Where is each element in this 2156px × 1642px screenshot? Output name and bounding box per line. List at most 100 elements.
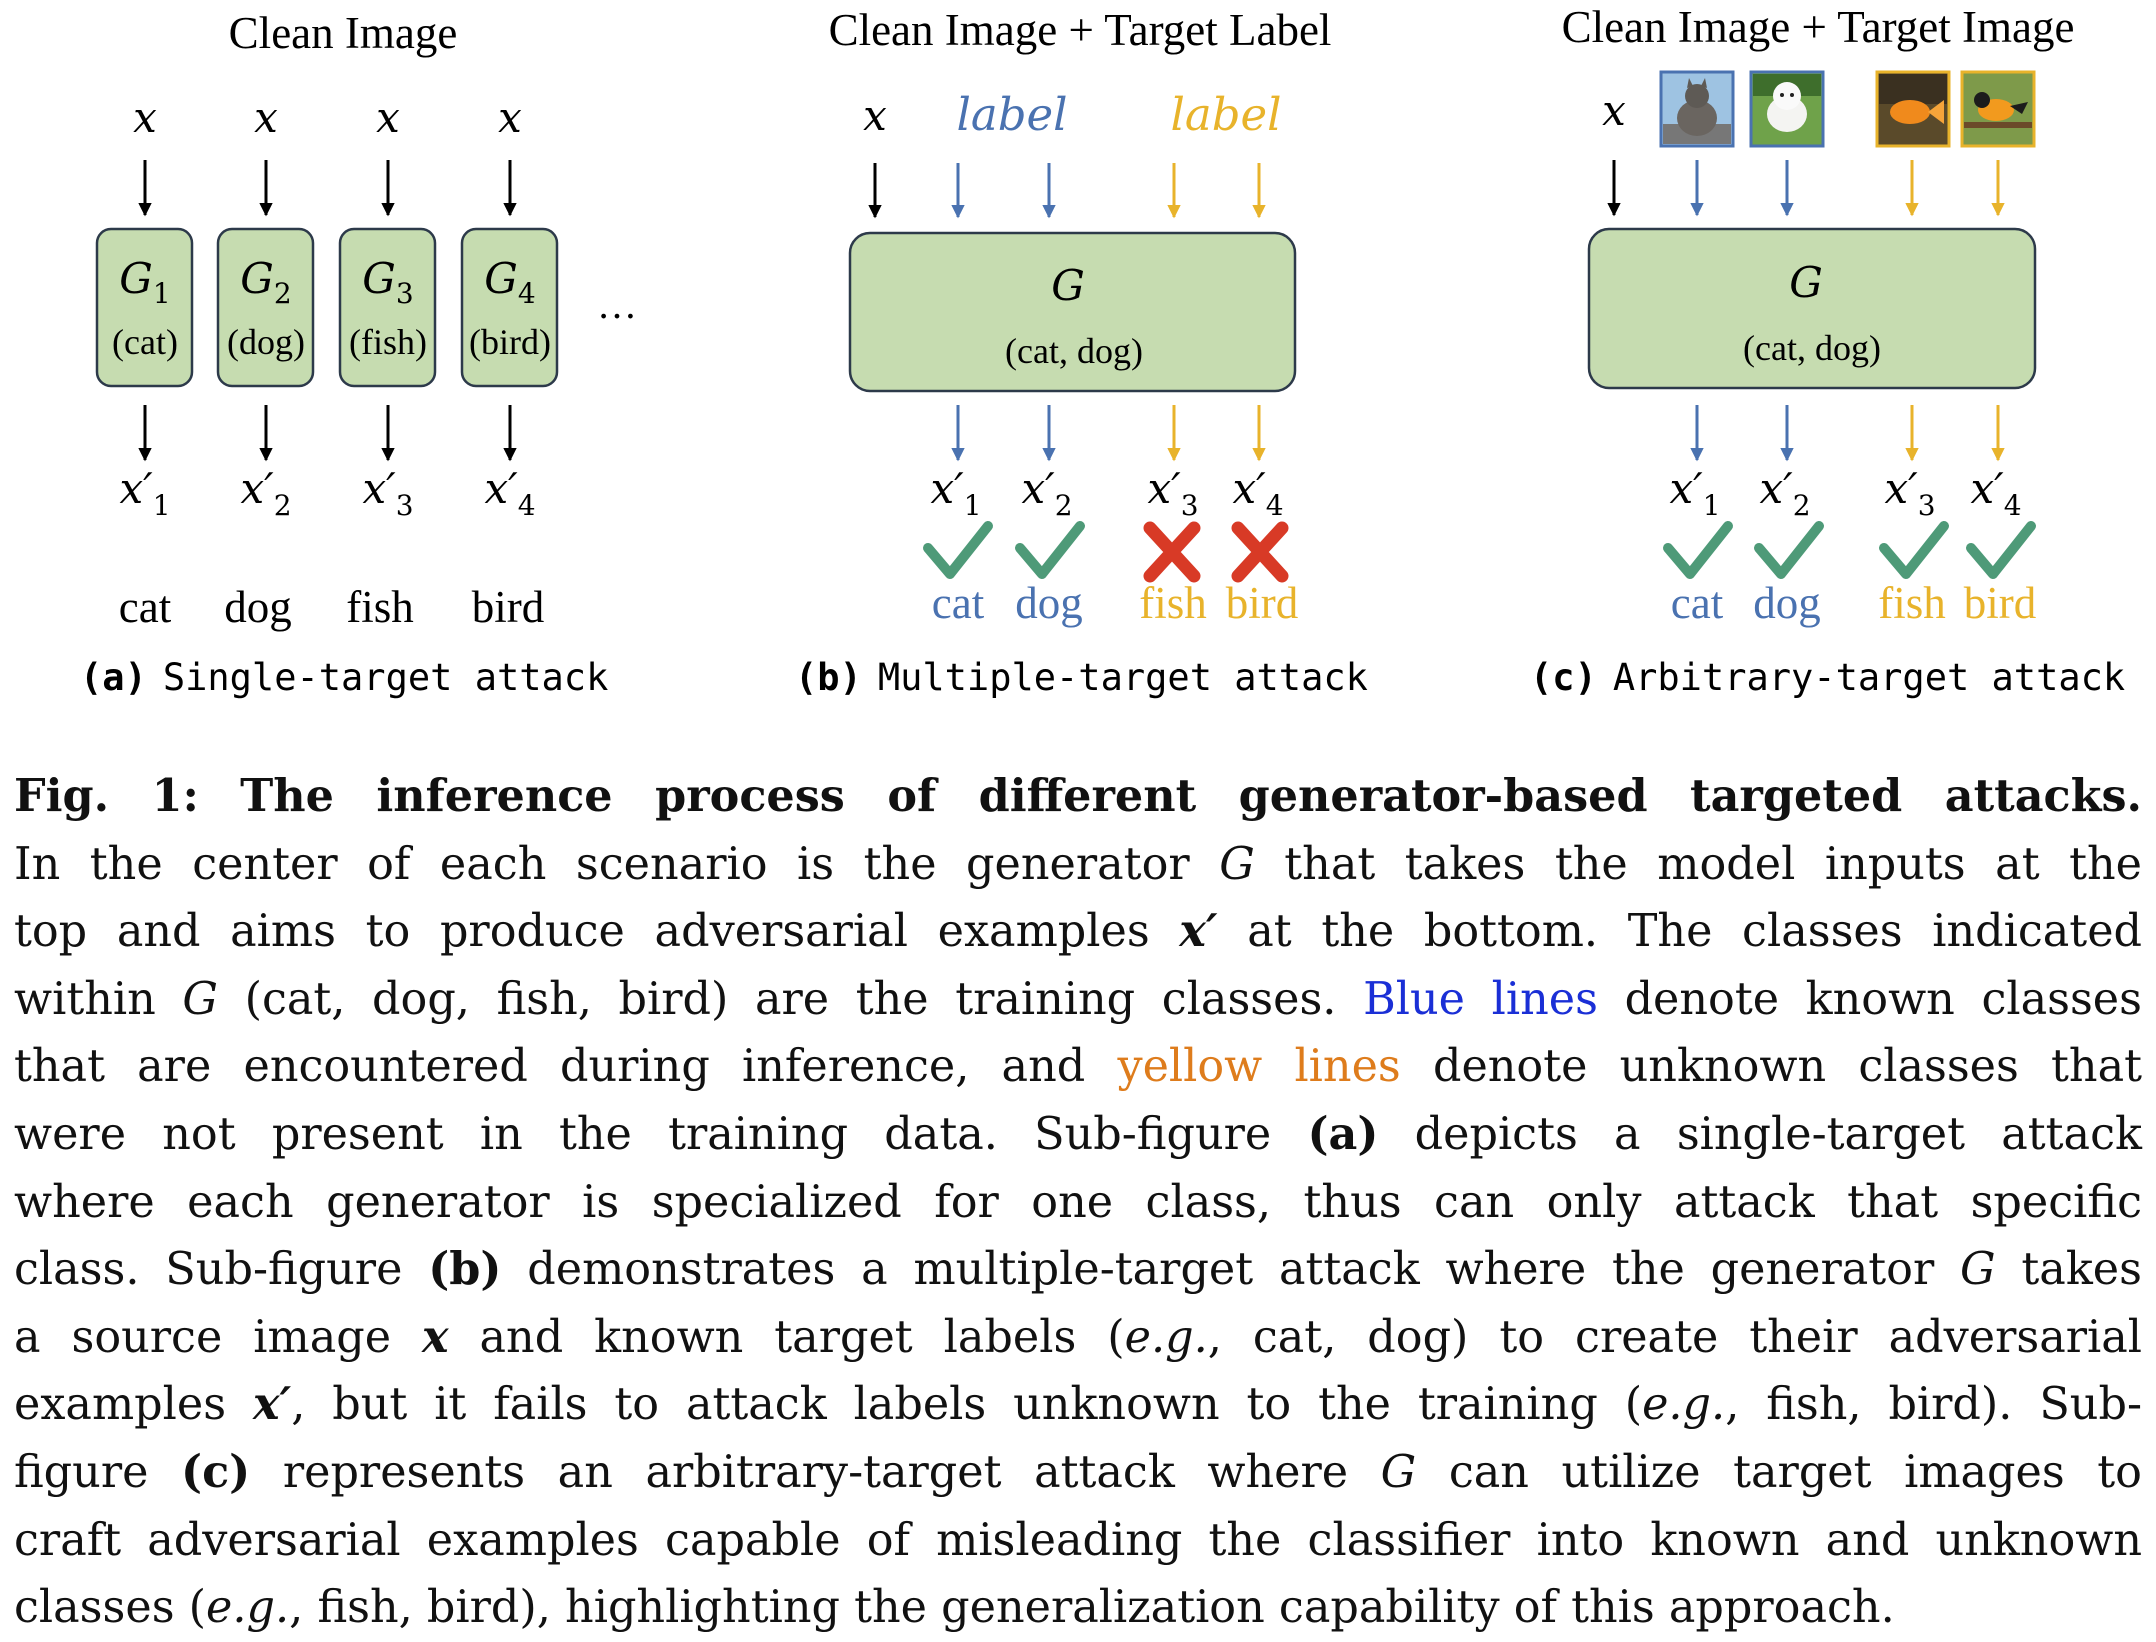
output-x-prime: x′1 xyxy=(1669,464,1720,522)
panel-c-title: Clean Image + Target Image xyxy=(1562,2,2075,52)
panel-b: Clean Image + Target Label x label label… xyxy=(795,5,1368,699)
caption-line: In the center of each scenario is the ge… xyxy=(14,831,2142,899)
caption-text: denote known classes xyxy=(1624,973,2142,1025)
cross-icon xyxy=(1231,521,1289,583)
input-x: x xyxy=(863,91,887,140)
generator-box xyxy=(848,231,1297,393)
check-icon xyxy=(1015,521,1085,579)
generator-class: (cat) xyxy=(112,322,178,362)
caption-text: (cat, dog, fish, bird) are the training … xyxy=(244,973,1337,1025)
output-x-prime: x′3 xyxy=(362,464,413,522)
generator-box xyxy=(460,227,559,388)
symbol-x-prime: x′ xyxy=(252,1378,292,1431)
caption-line: figure (c) represents an arbitrary-targe… xyxy=(14,1439,2142,1507)
figure-caption: Fig. 1: The inference process of differe… xyxy=(14,763,2142,1642)
generator-box xyxy=(1587,227,2037,390)
generator-class: (dog) xyxy=(227,322,305,362)
ref-c: (c) xyxy=(181,1445,251,1498)
caption-text: that takes the model inputs at the xyxy=(1284,838,2142,890)
class-label-unknown: bird xyxy=(1226,578,1299,628)
caption-text: at the bottom. The classes indicated xyxy=(1247,906,2143,958)
panel-c: Clean Image + Target Image x xyxy=(1530,2,2125,699)
caption-text: that are encountered during inference, a… xyxy=(14,1041,1086,1093)
check-icon xyxy=(1966,521,2036,579)
input-x: x xyxy=(254,93,278,142)
subfigure-caption-b: (b)Multiple-target attack xyxy=(795,656,1368,699)
caption-text: top and aims to produce adversarial exam… xyxy=(14,906,1150,958)
caption-line: that are encountered during inference, a… xyxy=(14,1033,2142,1101)
yellow-lines-text: yellow lines xyxy=(1117,1041,1401,1093)
cat-photo xyxy=(1659,70,1735,148)
oriole-photo xyxy=(1960,70,2036,148)
eg-text: e.g. xyxy=(1642,1379,1726,1431)
class-label: bird xyxy=(472,582,545,632)
cross-icon xyxy=(1143,521,1201,583)
caption-line: examples x′, but it fails to attack labe… xyxy=(14,1371,2142,1439)
caption-title: The inference process of different gener… xyxy=(240,770,2143,822)
caption-text: demonstrates a multiple-target attack wh… xyxy=(527,1244,1935,1296)
class-label: fish xyxy=(346,582,414,632)
caption-text: , cat, dog) to create their adversarial xyxy=(1207,1311,2142,1363)
caption-text: within xyxy=(14,973,156,1025)
generator-label: G2 xyxy=(240,254,291,310)
ref-b: (b) xyxy=(428,1243,502,1296)
caption-line: Fig. 1: The inference process of differe… xyxy=(14,763,2142,831)
generator-label: G1 xyxy=(119,254,170,310)
symbol-x-prime: x′ xyxy=(1179,905,1218,958)
check-icon xyxy=(1663,521,1733,579)
generator-class: (bird) xyxy=(469,322,551,362)
goldfish-photo xyxy=(1875,70,1951,148)
output-x-prime: x′4 xyxy=(1232,464,1283,522)
caption-text: depicts a single-target attack xyxy=(1414,1108,2142,1160)
check-icon xyxy=(1754,521,1824,579)
class-label-known: dog xyxy=(1753,578,1821,628)
figure-diagram: Clean Image x x x x G1 G2 G3 G4 (cat) (d… xyxy=(80,2,2125,699)
output-x-prime: x′1 xyxy=(119,464,170,522)
caption-text: where each generator is specialized for … xyxy=(14,1176,2142,1228)
ellipsis: … xyxy=(597,282,637,327)
generator-class: (cat, dog) xyxy=(1743,328,1881,368)
class-label-known: cat xyxy=(1671,578,1724,628)
output-x-prime: x′3 xyxy=(1884,464,1935,522)
output-x-prime: x′2 xyxy=(1021,464,1072,522)
caption-line: were not present in the training data. S… xyxy=(14,1101,2142,1169)
output-x-prime: x′4 xyxy=(484,464,535,522)
class-label-unknown: fish xyxy=(1878,578,1946,628)
caption-text: , fish, bird), highlighting the generali… xyxy=(289,1582,1895,1634)
generator-box xyxy=(338,227,437,388)
caption-line: classes (e.g., fish, bird), highlighting… xyxy=(14,1574,2142,1642)
caption-line: where each generator is specialized for … xyxy=(14,1169,2142,1237)
caption-line: craft adversarial examples capable of mi… xyxy=(14,1507,2142,1575)
eg-text: e.g. xyxy=(206,1582,290,1634)
symbol-x: x xyxy=(422,1310,449,1363)
caption-line: a source image x and known target labels… xyxy=(14,1304,2142,1372)
caption-text: class. Sub-figure xyxy=(14,1244,403,1296)
check-icon xyxy=(923,521,993,579)
output-x-prime: x′3 xyxy=(1147,464,1198,522)
subfigure-caption-a: (a)Single-target attack xyxy=(80,656,608,699)
generator-box xyxy=(216,227,315,388)
generator-box xyxy=(95,227,194,388)
input-x: x xyxy=(498,93,522,142)
caption-text: In the center of each scenario is the ge… xyxy=(14,838,1190,890)
blue-lines-text: Blue lines xyxy=(1363,973,1598,1025)
class-label-known: cat xyxy=(932,578,985,628)
generator-label: G3 xyxy=(362,254,413,310)
generator-label: G xyxy=(1789,258,1823,307)
class-label: cat xyxy=(119,582,172,632)
caption-text: , fish, bird). Sub- xyxy=(1725,1379,2142,1431)
class-label-unknown: fish xyxy=(1139,578,1207,628)
input-x: x xyxy=(133,93,157,142)
caption-text: can utilize target images to xyxy=(1448,1446,2142,1498)
ref-a: (a) xyxy=(1307,1107,1379,1160)
caption-text: were not present in the training data. S… xyxy=(14,1108,1272,1160)
panel-a: Clean Image x x x x G1 G2 G3 G4 (cat) (d… xyxy=(80,8,637,699)
caption-text: classes ( xyxy=(14,1582,207,1634)
symbol-G: G xyxy=(182,973,218,1025)
caption-text: represents an arbitrary-target attack wh… xyxy=(282,1446,1349,1498)
caption-text: takes xyxy=(2021,1244,2142,1296)
symbol-G: G xyxy=(1380,1446,1417,1498)
class-label: dog xyxy=(224,582,292,632)
eg-text: e.g. xyxy=(1124,1311,1208,1363)
caption-text: a source image xyxy=(14,1311,392,1363)
